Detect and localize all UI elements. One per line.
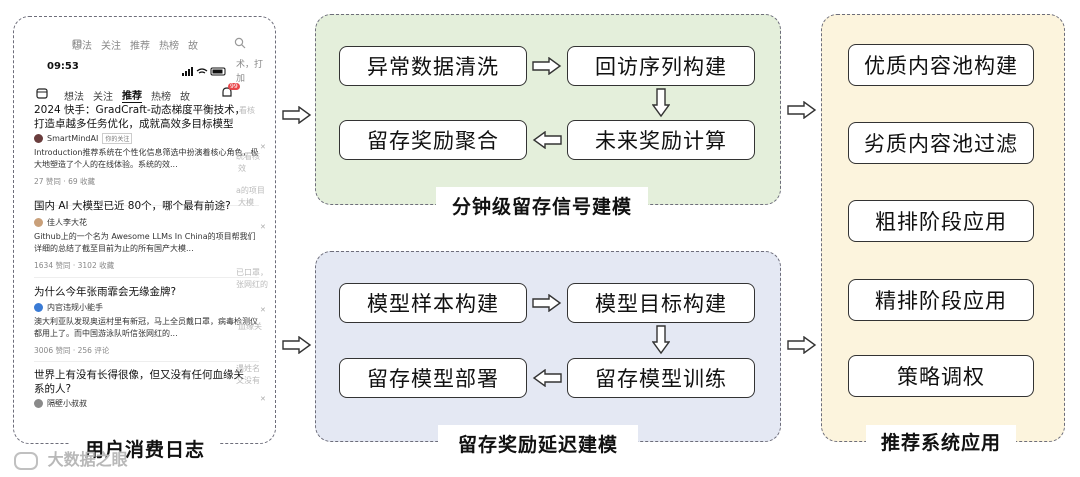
fine-ranking-box: 精排阶段应用 <box>848 279 1034 321</box>
arrow-left-icon <box>532 369 562 387</box>
revisit-sequence-box: 回访序列构建 <box>567 46 755 86</box>
ghost-tab-bar: 想法 关注 推荐 热榜 故 <box>72 37 207 52</box>
watermark: 大数据之眼 <box>14 446 128 470</box>
future-reward-box: 未来奖励计算 <box>567 120 755 160</box>
tab-ideas[interactable]: 想法 <box>64 91 84 103</box>
feed-item-author[interactable]: 佳人李大花 <box>34 217 87 228</box>
ghost-tab: 推荐 <box>130 41 150 52</box>
avatar <box>34 134 43 143</box>
ghost-tab: 想法 <box>72 41 92 52</box>
reward-aggregation-box: 留存奖励聚合 <box>339 120 527 160</box>
feed-item-title[interactable]: 国内 AI 大模型已近 80个，哪个最有前途? <box>34 200 231 212</box>
status-time: 09:53 <box>47 61 79 72</box>
feed-divider <box>34 277 259 278</box>
ghost-text: 又没有 <box>236 376 260 385</box>
watermark-text: 大数据之眼 <box>47 450 128 469</box>
status-icons <box>182 62 230 81</box>
feed-item-title[interactable]: 2024 快手：GradCraft-动态梯度平衡技术，打造卓越多任务优化，成就高… <box>34 104 246 130</box>
ghost-tab: 热榜 <box>159 41 179 52</box>
arrow-down-icon <box>652 325 670 355</box>
feed-item-stats: 3006 赞同 · 256 评论 <box>34 346 110 355</box>
minute-level-retention-panel <box>315 14 781 205</box>
model-deployment-box: 留存模型部署 <box>339 358 527 398</box>
watermark-logo-icon <box>14 451 38 470</box>
top-panel-title: 分钟级留存信号建模 <box>436 187 648 223</box>
anomaly-cleaning-box: 异常数据清洗 <box>339 46 527 86</box>
ghost-calendar-icon <box>72 39 82 48</box>
coarse-ranking-box: 粗排阶段应用 <box>848 200 1034 242</box>
ghost-right-text: 加 <box>236 74 246 84</box>
signal-wifi-battery-icon <box>182 67 226 76</box>
author-name: 内官违规小能手 <box>47 303 103 312</box>
left-panel-title: 用户消费日志 <box>70 432 220 464</box>
retention-delay-panel <box>315 251 781 442</box>
ghost-text: 遇姓名 <box>236 364 260 373</box>
arrow-down-icon <box>652 88 670 118</box>
tab-story[interactable]: 故 <box>180 91 190 103</box>
feed-item-author[interactable]: 隔壁小叔叔 <box>34 398 87 409</box>
ghost-right-text: 术，打 <box>236 60 264 70</box>
author-name: 佳人李大花 <box>47 218 87 227</box>
feed-item-author[interactable]: SmartMindAI 你的关注 <box>34 133 133 144</box>
quality-pool-box: 优质内容池构建 <box>848 44 1034 86</box>
target-construction-box: 模型目标构建 <box>567 283 755 323</box>
arrow-right-icon <box>282 106 312 124</box>
ghost-text: 血缘关 <box>238 322 262 331</box>
calendar-icon[interactable] <box>36 87 48 99</box>
ghost-text: 大模 <box>238 198 254 207</box>
tab-hot[interactable]: 热榜 <box>151 91 171 103</box>
feed-divider <box>34 361 259 362</box>
feed-item-stats: 27 赞同 · 69 收藏 <box>34 177 96 186</box>
author-name: 隔壁小叔叔 <box>47 399 87 408</box>
main-tab-bar: 想法 关注 推荐 热榜 故 <box>64 87 199 103</box>
author-name: SmartMindAI <box>47 134 99 143</box>
ghost-tab: 关注 <box>101 41 121 52</box>
low-quality-filter-box: 劣质内容池过滤 <box>848 122 1034 164</box>
avatar <box>34 218 43 227</box>
ghost-text: 效 <box>238 164 246 173</box>
notification-badge: 99 <box>228 83 240 90</box>
feed-item-excerpt[interactable]: 澳大利亚队发现奥运村里有新冠，马上全员戴口罩，病毒检测仪都用上了。而中国游泳队听… <box>34 317 258 338</box>
close-icon[interactable]: ✕ <box>260 223 266 231</box>
notification-bell-icon[interactable] <box>220 86 234 100</box>
ghost-text: 张网红的 <box>236 280 268 289</box>
tab-follow[interactable]: 关注 <box>93 91 113 103</box>
ghost-text: 统看核 <box>236 152 260 161</box>
close-icon[interactable]: ✕ <box>260 306 266 314</box>
avatar <box>34 399 43 408</box>
user-log-phone-screenshot: 想法 关注 推荐 热榜 故 术，打 加 09:53 想法 关注 推荐 热榜 故 <box>13 16 276 444</box>
ghost-text: 已口罩， <box>236 268 268 277</box>
close-icon[interactable]: ✕ <box>260 143 266 151</box>
close-icon[interactable]: ✕ <box>260 395 266 403</box>
ghost-tab: 故 <box>188 41 198 52</box>
feed-item-title[interactable]: 为什么今年张雨霏会无缘金牌? <box>34 286 177 298</box>
feed-item-title[interactable]: 世界上有没有长得很像，但又没有任何血缘关系的人? <box>34 369 244 395</box>
ghost-text: a的项目 <box>236 186 265 195</box>
feed-divider <box>34 205 259 206</box>
model-training-box: 留存模型训练 <box>567 358 755 398</box>
arrow-left-icon <box>532 131 562 149</box>
arrow-right-icon <box>787 336 817 354</box>
arrow-right-icon <box>787 101 817 119</box>
avatar <box>34 303 43 312</box>
strategy-weighting-box: 策略调权 <box>848 355 1034 397</box>
feed-item-excerpt[interactable]: Introduction推荐系统在个性化信息筛选中扮演着核心角色，极大地塑造了个… <box>34 148 259 169</box>
bottom-panel-title: 留存奖励延迟建模 <box>438 425 638 461</box>
feed-item-author[interactable]: 内官违规小能手 <box>34 302 103 313</box>
arrow-right-icon <box>282 336 312 354</box>
tab-recommend[interactable]: 推荐 <box>122 87 142 103</box>
feed-item-excerpt[interactable]: Github上的一个名为 Awesome LLMs In China的项目帮我们… <box>34 232 256 253</box>
follow-tag: 你的关注 <box>102 133 133 144</box>
sample-construction-box: 模型样本构建 <box>339 283 527 323</box>
arrow-right-icon <box>532 294 562 312</box>
ghost-text: 看核 <box>239 106 255 115</box>
right-panel-title: 推荐系统应用 <box>866 425 1016 457</box>
ghost-search-icon <box>234 37 246 49</box>
arrow-right-icon <box>532 57 562 75</box>
feed-item-stats: 1634 赞同 · 3102 收藏 <box>34 261 115 270</box>
